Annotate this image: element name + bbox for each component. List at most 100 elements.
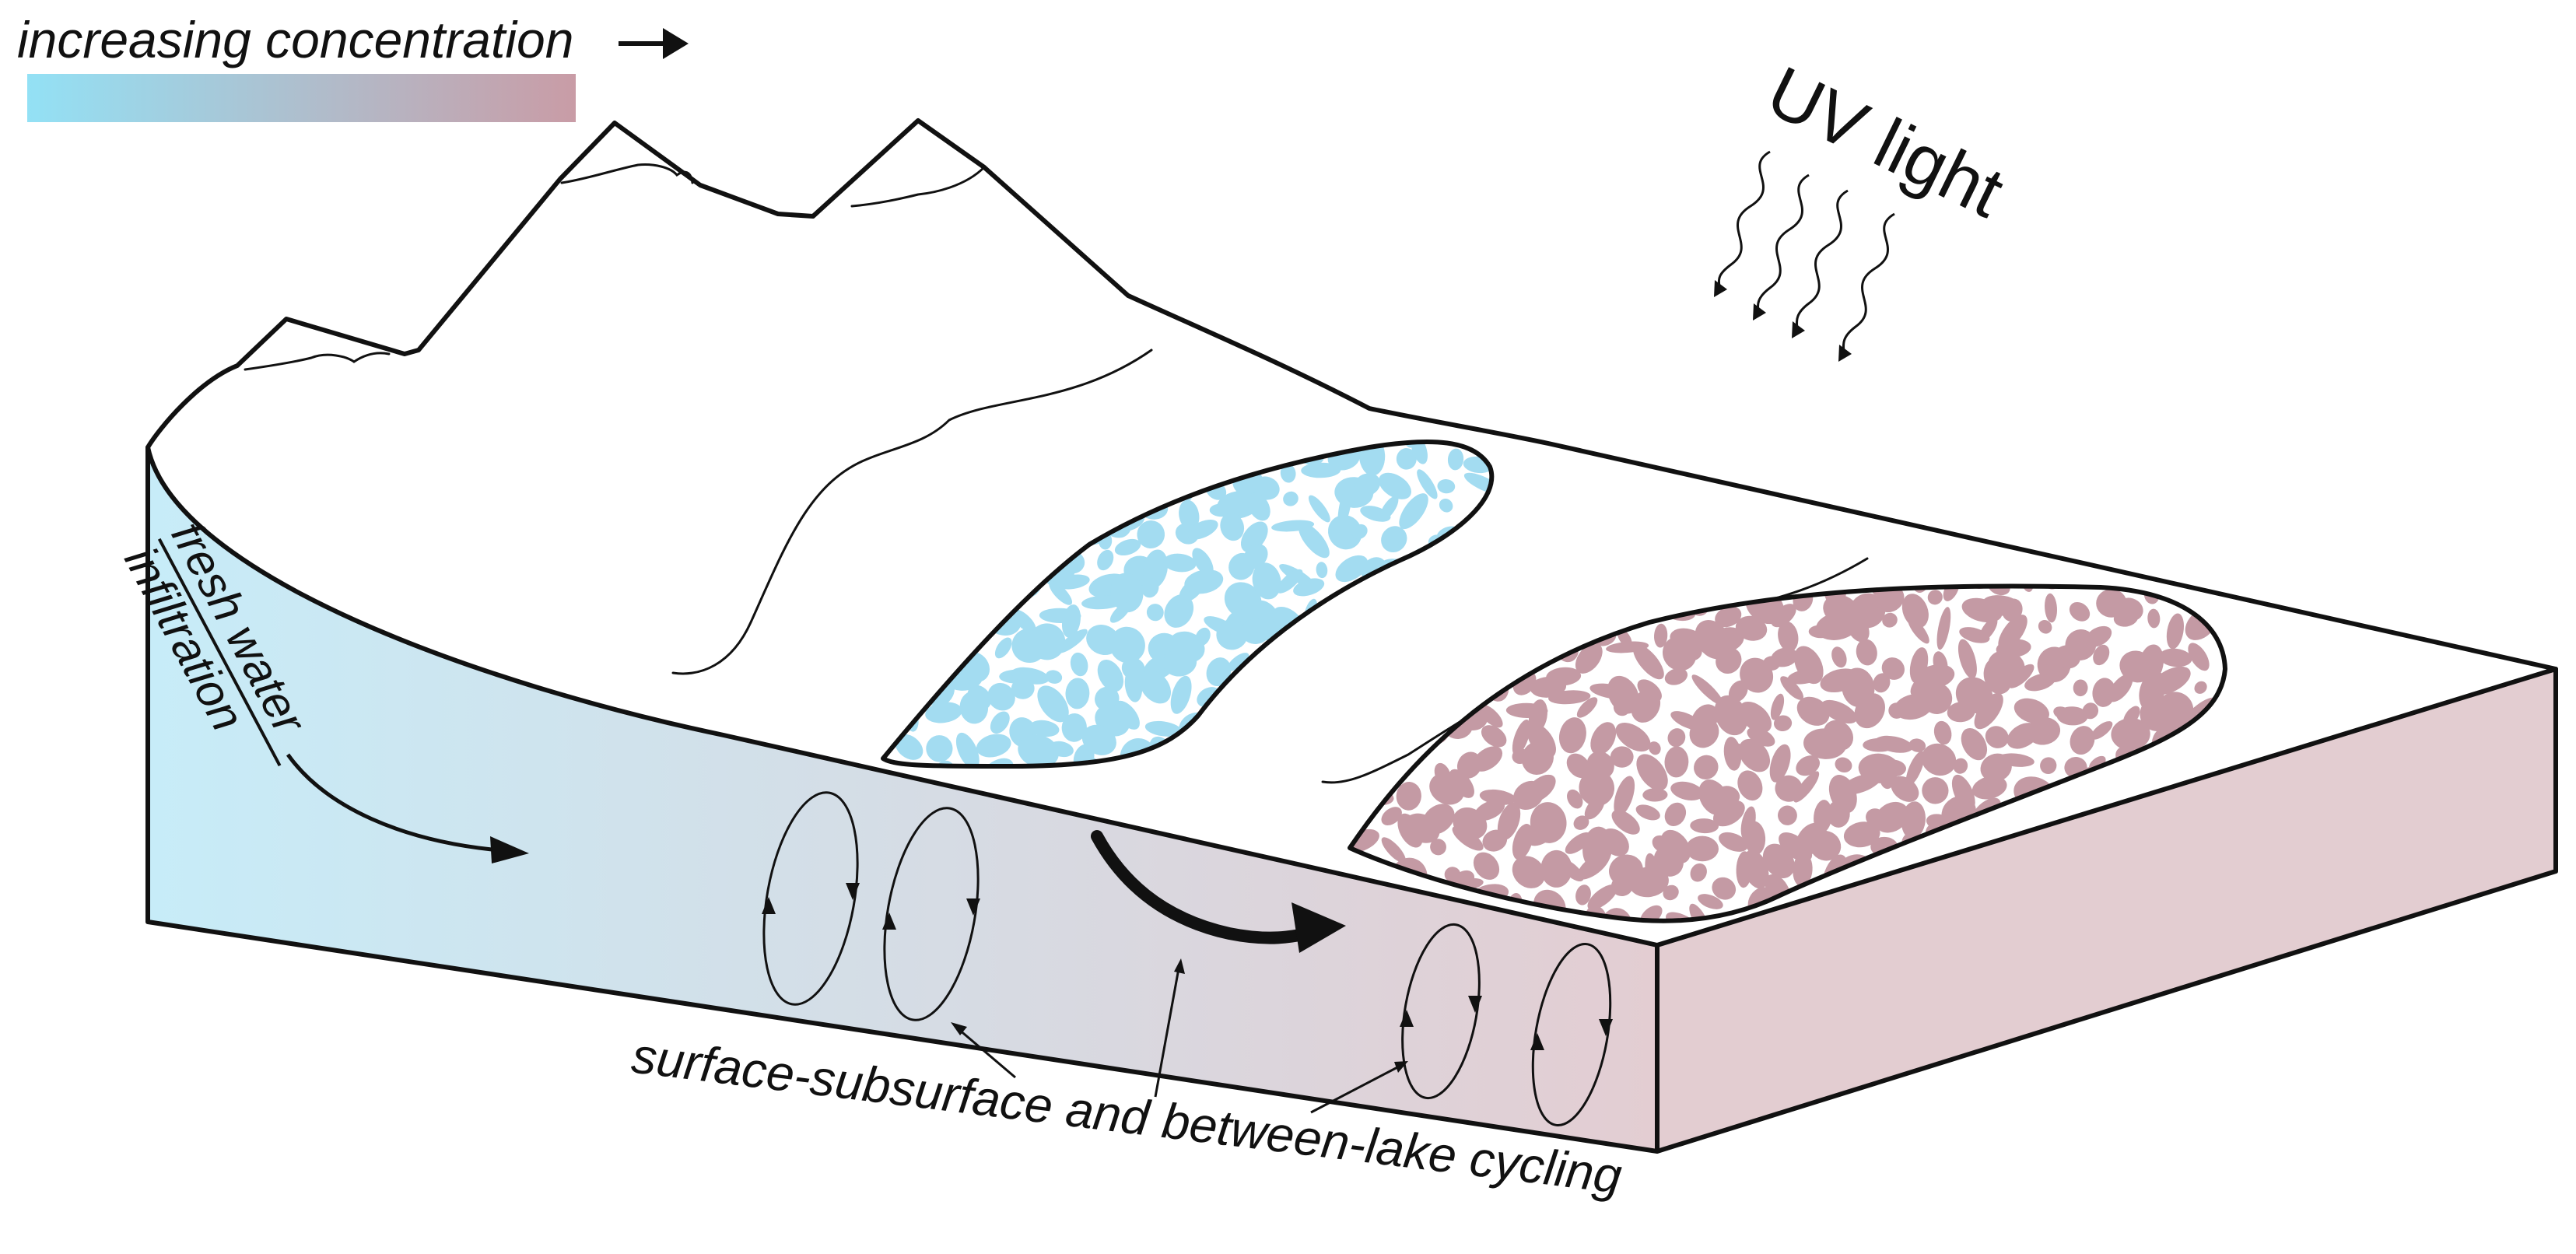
fresh-pebble [1413,628,1449,657]
fresh-pebble [1398,685,1435,699]
fresh-pebble [1061,604,1081,638]
saline-pebble [1375,627,1393,642]
fresh-pebble [883,613,887,642]
saline-pebble [1431,678,1456,703]
saline-pebble [1586,586,1615,596]
saline-pebble [1769,744,1791,783]
saline-pebble [1796,755,1821,776]
circulation-loop [1531,943,1612,1126]
infiltration-underline [157,538,282,767]
fresh-pebble [1236,441,1274,455]
saline-pebble [1446,586,1483,590]
fresh-pebble [992,555,1029,587]
saline-pebble [1614,776,1635,817]
saline-pebble [1610,746,1634,768]
fresh-pebble [1109,626,1145,664]
saline-pebble [1978,617,1998,642]
saline-pebble [1933,720,1952,745]
fresh-pebble [1242,544,1268,569]
saline-pebble [1653,845,1684,877]
fresh-pebble [1056,574,1090,590]
saline-pebble [1716,786,1740,805]
saline-pebble [2026,716,2061,745]
fresh-pebble [1097,549,1114,571]
circulation-loop [883,807,980,1021]
fresh-pebble [1081,595,1124,610]
fresh-pebble [853,414,884,446]
terrain-line-upper [671,349,1153,675]
fresh-pebble [1442,548,1467,574]
saline-pebble [1810,830,1842,861]
saline-pebble [1475,586,1495,597]
fresh-pebble [1293,578,1325,597]
fresh-pebble [1476,545,1492,565]
saline-pebble [1308,660,1343,695]
saline-pebble [1901,801,1926,839]
fresh-pebble [1460,555,1492,576]
fresh-pebble [1143,759,1178,766]
fresh-pebble [1018,507,1033,527]
fresh-pebble [1081,724,1116,755]
saline-pebble [1742,849,1769,889]
fresh-pebble [1241,618,1271,644]
fresh-pebble [1351,524,1368,540]
fresh-pebble [1071,506,1107,531]
saline-pebble [1396,586,1425,588]
fresh-pebble [893,453,906,471]
fresh-pebble [959,691,989,724]
saline-pebble [1908,738,1926,752]
saline-pebble [1472,746,1503,772]
fresh-pebble [1419,571,1460,601]
fresh-pebble [883,678,904,703]
fresh-pebble [1495,473,1518,497]
saline-pebble [1404,706,1431,735]
fresh-pebble [1354,473,1381,496]
fresh-pebble [848,482,881,510]
saline-pebble [1373,692,1404,728]
fresh-pebble [1118,474,1158,495]
saline-pebble [1642,788,1668,802]
fresh-pebble [1170,675,1192,714]
saline-pebble [1698,894,1723,909]
block-front-face [148,447,1657,1151]
uv-arrowheads-icon [1714,280,1852,362]
fresh-pebble [858,542,883,572]
saline-pebble [1957,639,1977,679]
fresh-pebble [1227,653,1249,671]
fresh-pebble [1281,761,1295,766]
fresh-pebble [1036,413,1068,445]
saline-pebble [2024,673,2056,692]
saline-pebble [1396,781,1421,811]
saline-pebble [1397,813,1423,848]
saline-pebble [1714,695,1748,736]
saline-pebble [1691,674,1724,706]
block-side-face [1657,669,2556,1151]
fresh-pebble [1387,598,1418,634]
fresh-pebble [855,504,875,530]
saline-pebble [2093,644,2110,666]
fresh-pebble [1354,689,1369,706]
saline-pebble [1449,660,1476,678]
fresh-pebble [1163,553,1197,573]
saline-pebble [1737,770,1763,801]
fresh-pebble [910,447,931,468]
fresh-pebble [1215,407,1253,436]
fresh-pebble [1235,688,1253,705]
fresh-pebble [1114,538,1141,556]
fresh-pebble [987,682,1015,711]
fresh-pebble [913,680,930,696]
fresh-pebble [883,704,886,734]
saline-pebble [2218,730,2225,751]
saline-pebble [1473,852,1500,880]
fresh-pebble [976,734,1011,758]
saline-pebble [1682,555,1720,583]
loop-arrow-down-icon [966,898,980,916]
saline-pebble [2038,620,2052,634]
saline-pebble [1610,875,1633,897]
fresh-pebble [1169,759,1195,766]
saline-pebble [1482,829,1508,852]
saline-pebble [1371,600,1403,625]
between-lake-arrow-icon [1091,830,1346,953]
fresh-pebble [962,544,981,584]
saline-pebble [1355,650,1376,671]
